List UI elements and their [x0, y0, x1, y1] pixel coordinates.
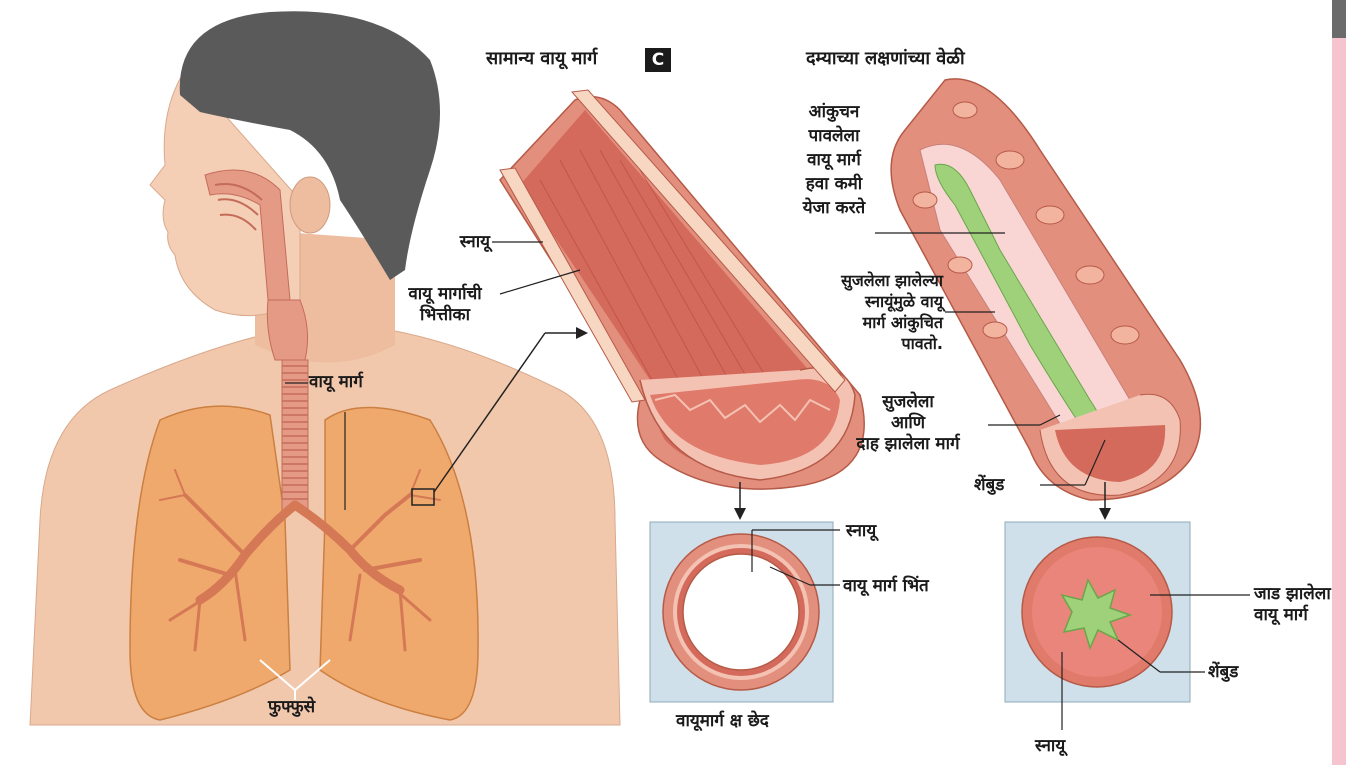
normal-cross-section — [650, 522, 833, 702]
asthma-airway-title: दम्याच्या लक्षणांच्या वेळी — [806, 48, 965, 69]
label-inflamed-airway: सुजलेला आणि दाह झालेला मार्ग — [828, 392, 988, 455]
label-airway: वायू मार्ग — [309, 372, 363, 393]
label-mucus-cross: शेंबुड — [1208, 662, 1238, 683]
sidebar-strip — [1332, 38, 1346, 765]
label-mucus-tube: शेंबुड — [974, 475, 1004, 496]
label-airway-wall: वायू मार्गाची भित्तीका — [386, 284, 504, 326]
label-muscle-left: स्नायू — [420, 232, 490, 253]
normal-airway-title: सामान्य वायू मार्ग — [486, 48, 597, 69]
label-constricted-airway: आंकुचन पावलेला वायू मार्ग हवा कमी येजा क… — [782, 100, 886, 220]
label-swollen-muscles: सुजलेला झालेल्या स्नायूंमुळे वायू मार्ग … — [790, 270, 943, 354]
label-airway-wall-cross: वायू मार्ग भिंत — [843, 576, 929, 597]
label-cross-section: वायूमार्ग क्ष छेद — [676, 711, 769, 732]
label-thickened-airway: जाड झालेला वायू मार्ग — [1254, 584, 1331, 626]
section-badge: C — [645, 48, 671, 72]
ear — [290, 177, 330, 233]
larynx — [267, 300, 307, 360]
label-lungs: फुफ्फुसे — [268, 697, 315, 718]
human-figure — [30, 11, 620, 725]
label-muscle-cross: स्नायू — [846, 521, 876, 542]
left-lung — [130, 406, 290, 720]
sidebar-strip-top — [1332, 0, 1346, 38]
label-muscle-bottom: स्नायू — [1035, 736, 1065, 757]
asthma-cross-section — [1005, 522, 1190, 702]
